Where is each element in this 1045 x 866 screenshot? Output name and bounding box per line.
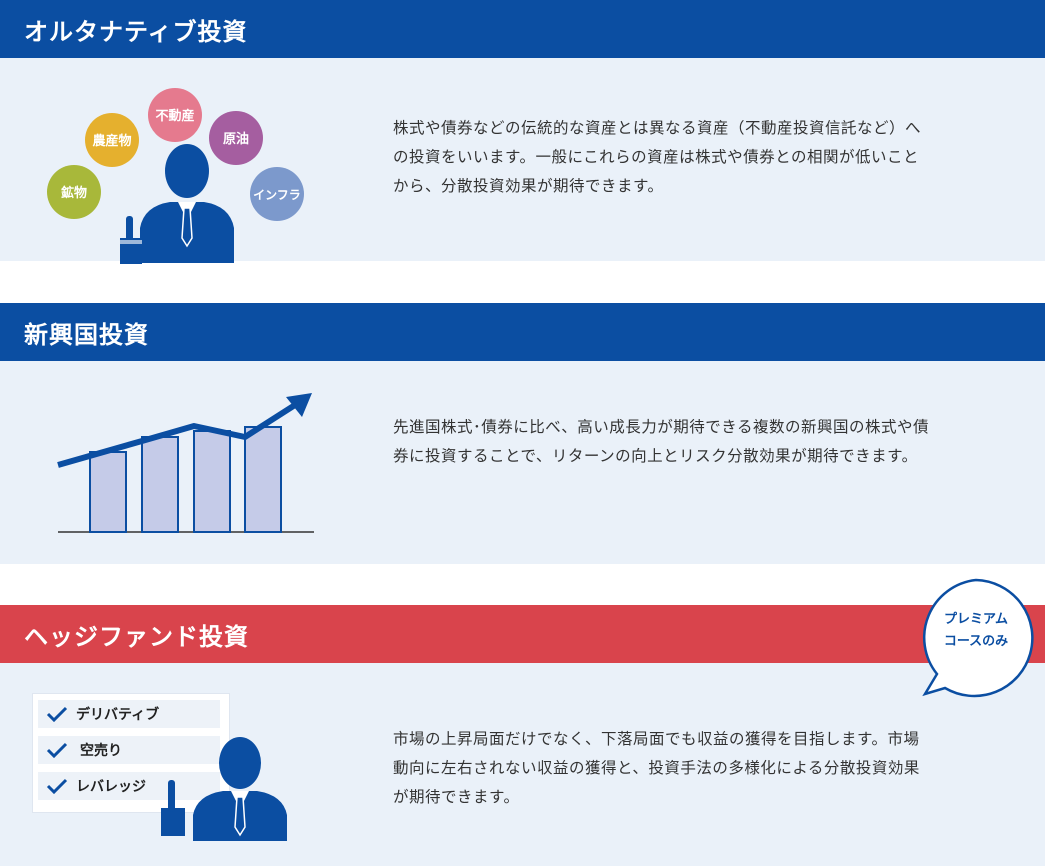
section-header-emerging: 新興国投資 xyxy=(0,303,1045,361)
checklist-label: デリバティブ xyxy=(76,707,160,723)
bubble-agriculture xyxy=(85,113,139,167)
businessman-icon xyxy=(120,144,234,264)
section-header-alternative: オルタナティブ投資 xyxy=(0,0,1045,58)
businessman-icon xyxy=(161,737,287,841)
badge-line: コースのみ xyxy=(943,634,1009,649)
section-title: ヘッジファンド投資 xyxy=(24,622,249,651)
bubble-label: 鉱物 xyxy=(61,185,87,201)
checklist-item: デリバティブ xyxy=(38,700,220,728)
bubble-label: 不動産 xyxy=(155,108,194,124)
check-icon xyxy=(46,778,68,794)
growth-chart-icon xyxy=(57,393,314,533)
section-panel-hedge-fund: デリバティブ 空売り レバレッジ 市場の上昇局面だけでなく、下落局面でも収益の獲… xyxy=(0,663,1045,866)
bubble-minerals xyxy=(47,165,101,219)
trend-line xyxy=(57,402,297,468)
section-description: 市場の上昇局面だけでなく、下落局面でも収益の獲得を目指します。市場動向に左右され… xyxy=(393,730,920,806)
premium-only-badge: プレミアム コースのみ xyxy=(915,577,1037,699)
chart-bar xyxy=(244,426,282,533)
checklist-item: 空売り xyxy=(38,736,220,764)
check-icon xyxy=(46,706,68,722)
bubble-crude-oil xyxy=(209,111,263,165)
badge-text: プレミアム コースのみ xyxy=(915,609,1037,653)
checklist-label: レバレッジ xyxy=(76,779,146,795)
bubble-real-estate xyxy=(148,88,202,142)
bubble-infrastructure xyxy=(250,167,304,221)
section-title: 新興国投資 xyxy=(24,320,149,349)
bubble-label: 原油 xyxy=(223,131,249,147)
section-panel-alternative: 鉱物 農産物 不動産 原油 インフラ 株式や債券などの伝統的な資産とは異なる資産… xyxy=(0,58,1045,264)
chart-bar xyxy=(89,451,127,533)
section-panel-emerging: 先進国株式･債券に比べ、高い成長力が期待できる複数の新興国の株式や債券に投資する… xyxy=(0,361,1045,564)
bubble-label: 農産物 xyxy=(92,133,131,149)
alternative-illustration: 鉱物 農産物 不動産 原油 インフラ xyxy=(47,88,304,264)
checklist: デリバティブ 空売り レバレッジ xyxy=(32,693,230,813)
section-description: 株式や債券などの伝統的な資産とは異なる資産（不動産投資信託など）への投資をいいま… xyxy=(393,119,922,195)
speech-bubble-icon xyxy=(922,578,1034,698)
section-title: オルタナティブ投資 xyxy=(24,17,248,46)
arrow-head-icon xyxy=(286,393,312,417)
bubble-label: インフラ xyxy=(253,188,301,202)
checklist-item: レバレッジ xyxy=(38,772,220,800)
chart-bar xyxy=(193,430,231,533)
checklist-label: 空売り xyxy=(80,743,122,759)
section-description: 先進国株式･債券に比べ、高い成長力が期待できる複数の新興国の株式や債券に投資する… xyxy=(393,418,929,465)
section-header-hedge-fund: ヘッジファンド投資 xyxy=(0,605,1045,663)
chart-bar xyxy=(141,436,179,533)
badge-line: プレミアム xyxy=(943,612,1009,627)
check-icon xyxy=(46,742,68,758)
